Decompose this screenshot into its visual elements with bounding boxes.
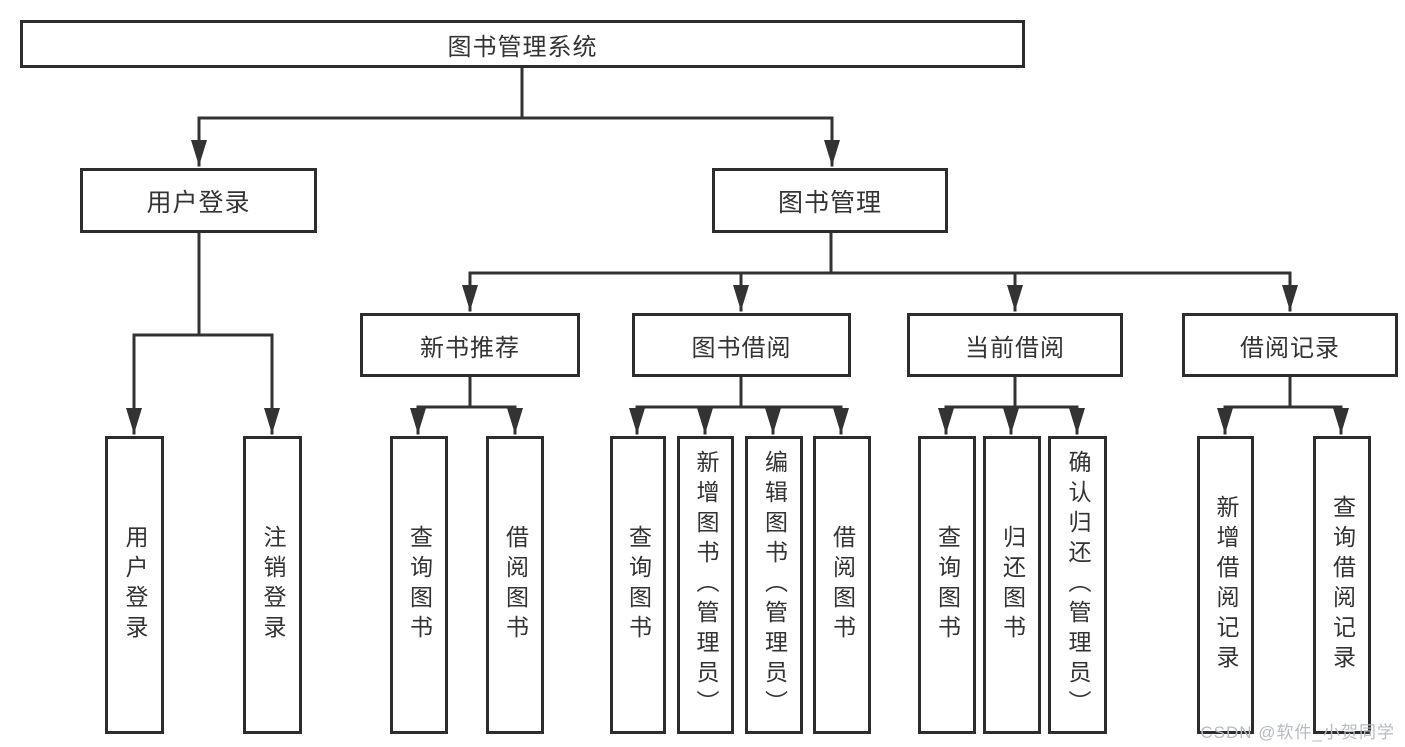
node-new-book-recommend: 新书推荐 bbox=[360, 313, 580, 377]
leaf-query-books-borrow: 查询图书 bbox=[610, 436, 666, 734]
node-borrow-records: 借阅记录 bbox=[1182, 313, 1398, 377]
edge-borrow-records-distributor bbox=[1223, 375, 1343, 409]
leaf-logout: 注销登录 bbox=[243, 436, 302, 734]
edge-book-borrow-distributor bbox=[635, 375, 843, 409]
node-current-borrow: 当前借阅 bbox=[907, 313, 1123, 377]
leaf-query-books-current: 查询图书 bbox=[918, 436, 976, 734]
edge-new-book-distributor bbox=[416, 375, 517, 409]
leaf-add-books-admin: 新增图书（管理员） bbox=[677, 436, 734, 734]
leaf-return-books: 归还图书 bbox=[983, 436, 1041, 734]
edge-current-borrow-distributor bbox=[944, 375, 1079, 409]
leaf-borrow-books-recommend: 借阅图书 bbox=[486, 436, 544, 734]
node-book-borrow: 图书借阅 bbox=[632, 313, 851, 377]
leaf-borrow-books: 借阅图书 bbox=[813, 436, 871, 734]
csdn-watermark: CSDN @软件_小贺同学 bbox=[1200, 723, 1395, 742]
leaf-query-borrow-record: 查询借阅记录 bbox=[1313, 436, 1371, 734]
edge-user-login-distributor bbox=[132, 230, 274, 337]
node-book-management: 图书管理 bbox=[712, 168, 948, 233]
node-user-login: 用户登录 bbox=[80, 168, 317, 233]
node-library-system: 图书管理系统 bbox=[20, 20, 1025, 68]
leaf-query-books-recommend: 查询图书 bbox=[390, 436, 448, 734]
leaf-edit-books-admin: 编辑图书（管理员） bbox=[745, 436, 803, 734]
edge-book-management-distributor bbox=[468, 230, 1292, 275]
leaf-confirm-return-admin: 确认归还（管理员） bbox=[1048, 436, 1107, 734]
edge-root-distributor bbox=[197, 65, 834, 120]
leaf-user-login: 用户登录 bbox=[105, 436, 164, 734]
leaf-add-borrow-record: 新增借阅记录 bbox=[1197, 436, 1254, 734]
